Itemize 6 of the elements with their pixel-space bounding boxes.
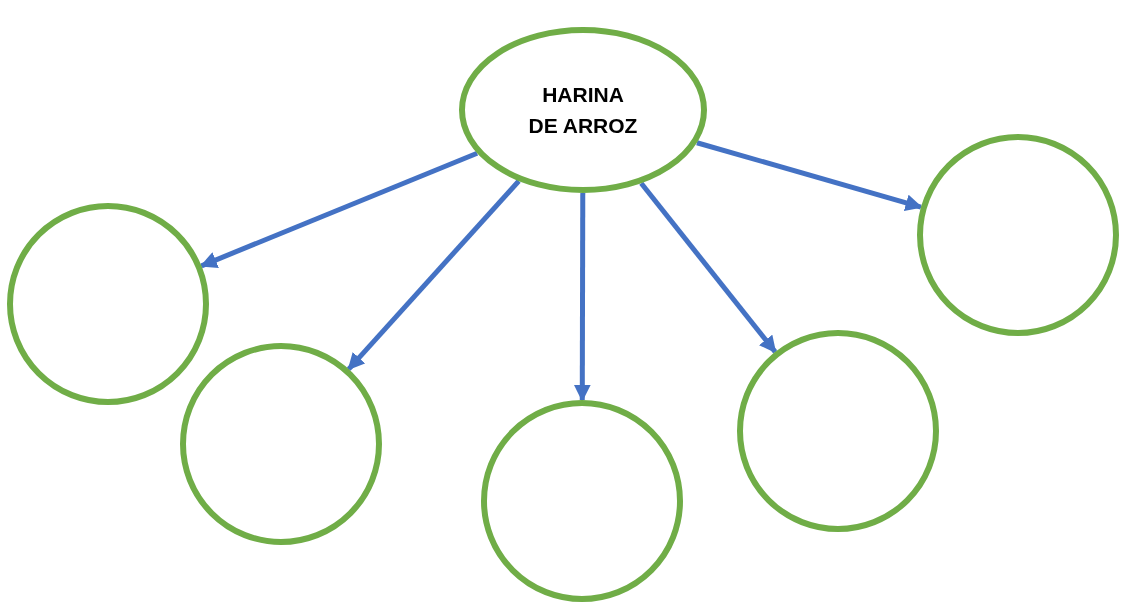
- arrow: [573, 193, 591, 402]
- arrow: [696, 140, 923, 212]
- arrow: [639, 181, 778, 354]
- node-label: HARINA DE ARROZ: [527, 81, 639, 139]
- arrow: [346, 179, 521, 371]
- arrow: [199, 150, 479, 269]
